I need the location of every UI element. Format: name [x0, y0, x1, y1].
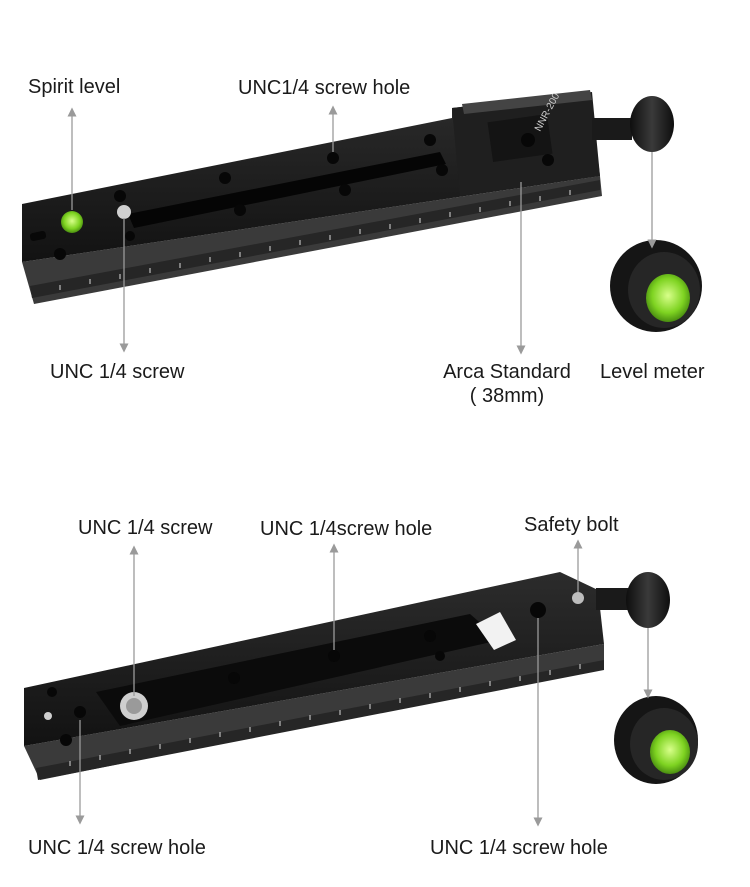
- safety-bolt: [572, 592, 584, 604]
- label-safety-bolt: Safety bolt: [524, 514, 619, 536]
- label-spirit-level: Spirit level: [28, 76, 121, 98]
- label-unc-screw-hole-center: UNC 1/4screw hole: [260, 518, 433, 540]
- bottom-window-slot: [476, 612, 516, 650]
- bottom-ruler-ticks: [69, 664, 581, 766]
- bottom-rail-plate: [24, 572, 698, 784]
- level-meter-knob: [610, 240, 702, 332]
- top-ruler-scale: [30, 180, 600, 298]
- label-unc-screw-hole-top: UNC1/4 screw hole: [238, 77, 411, 99]
- bottom-level-meter-knob: [614, 696, 698, 784]
- bottom-screw-holes: [47, 602, 546, 746]
- label-unc-screw-bottom: UNC 1/4 screw: [78, 517, 213, 539]
- bottom-knob: [596, 572, 670, 628]
- bottom-ruler-scale: [36, 660, 604, 780]
- bottom-channel: [96, 614, 500, 726]
- label-unc-screw-hole-right: UNC 1/4 screw hole: [430, 837, 608, 859]
- level-meter-bubble: [646, 274, 690, 322]
- label-unc-screw-top: UNC 1/4 screw: [50, 361, 185, 383]
- bottom-level-meter-bubble: [650, 730, 690, 774]
- top-spirit-level-bubble: [61, 211, 83, 233]
- top-clamp: [452, 90, 600, 196]
- label-unc-screw-hole-left: UNC 1/4 screw hole: [28, 837, 206, 859]
- label-level-meter: Level meter: [600, 361, 705, 383]
- top-long-slot: [128, 152, 446, 228]
- top-ruler-ticks: [59, 190, 571, 290]
- top-screw-holes: [54, 134, 448, 260]
- label-arca-standard: Arca Standard ( 38mm): [436, 360, 578, 408]
- arca-width-text: ( 38mm): [469, 385, 545, 407]
- arca-standard-text: Arca Standard: [443, 361, 571, 383]
- top-unc-screw: [117, 205, 131, 219]
- top-knob: [592, 96, 674, 152]
- top-rail-plate: NNR-200: [22, 90, 702, 332]
